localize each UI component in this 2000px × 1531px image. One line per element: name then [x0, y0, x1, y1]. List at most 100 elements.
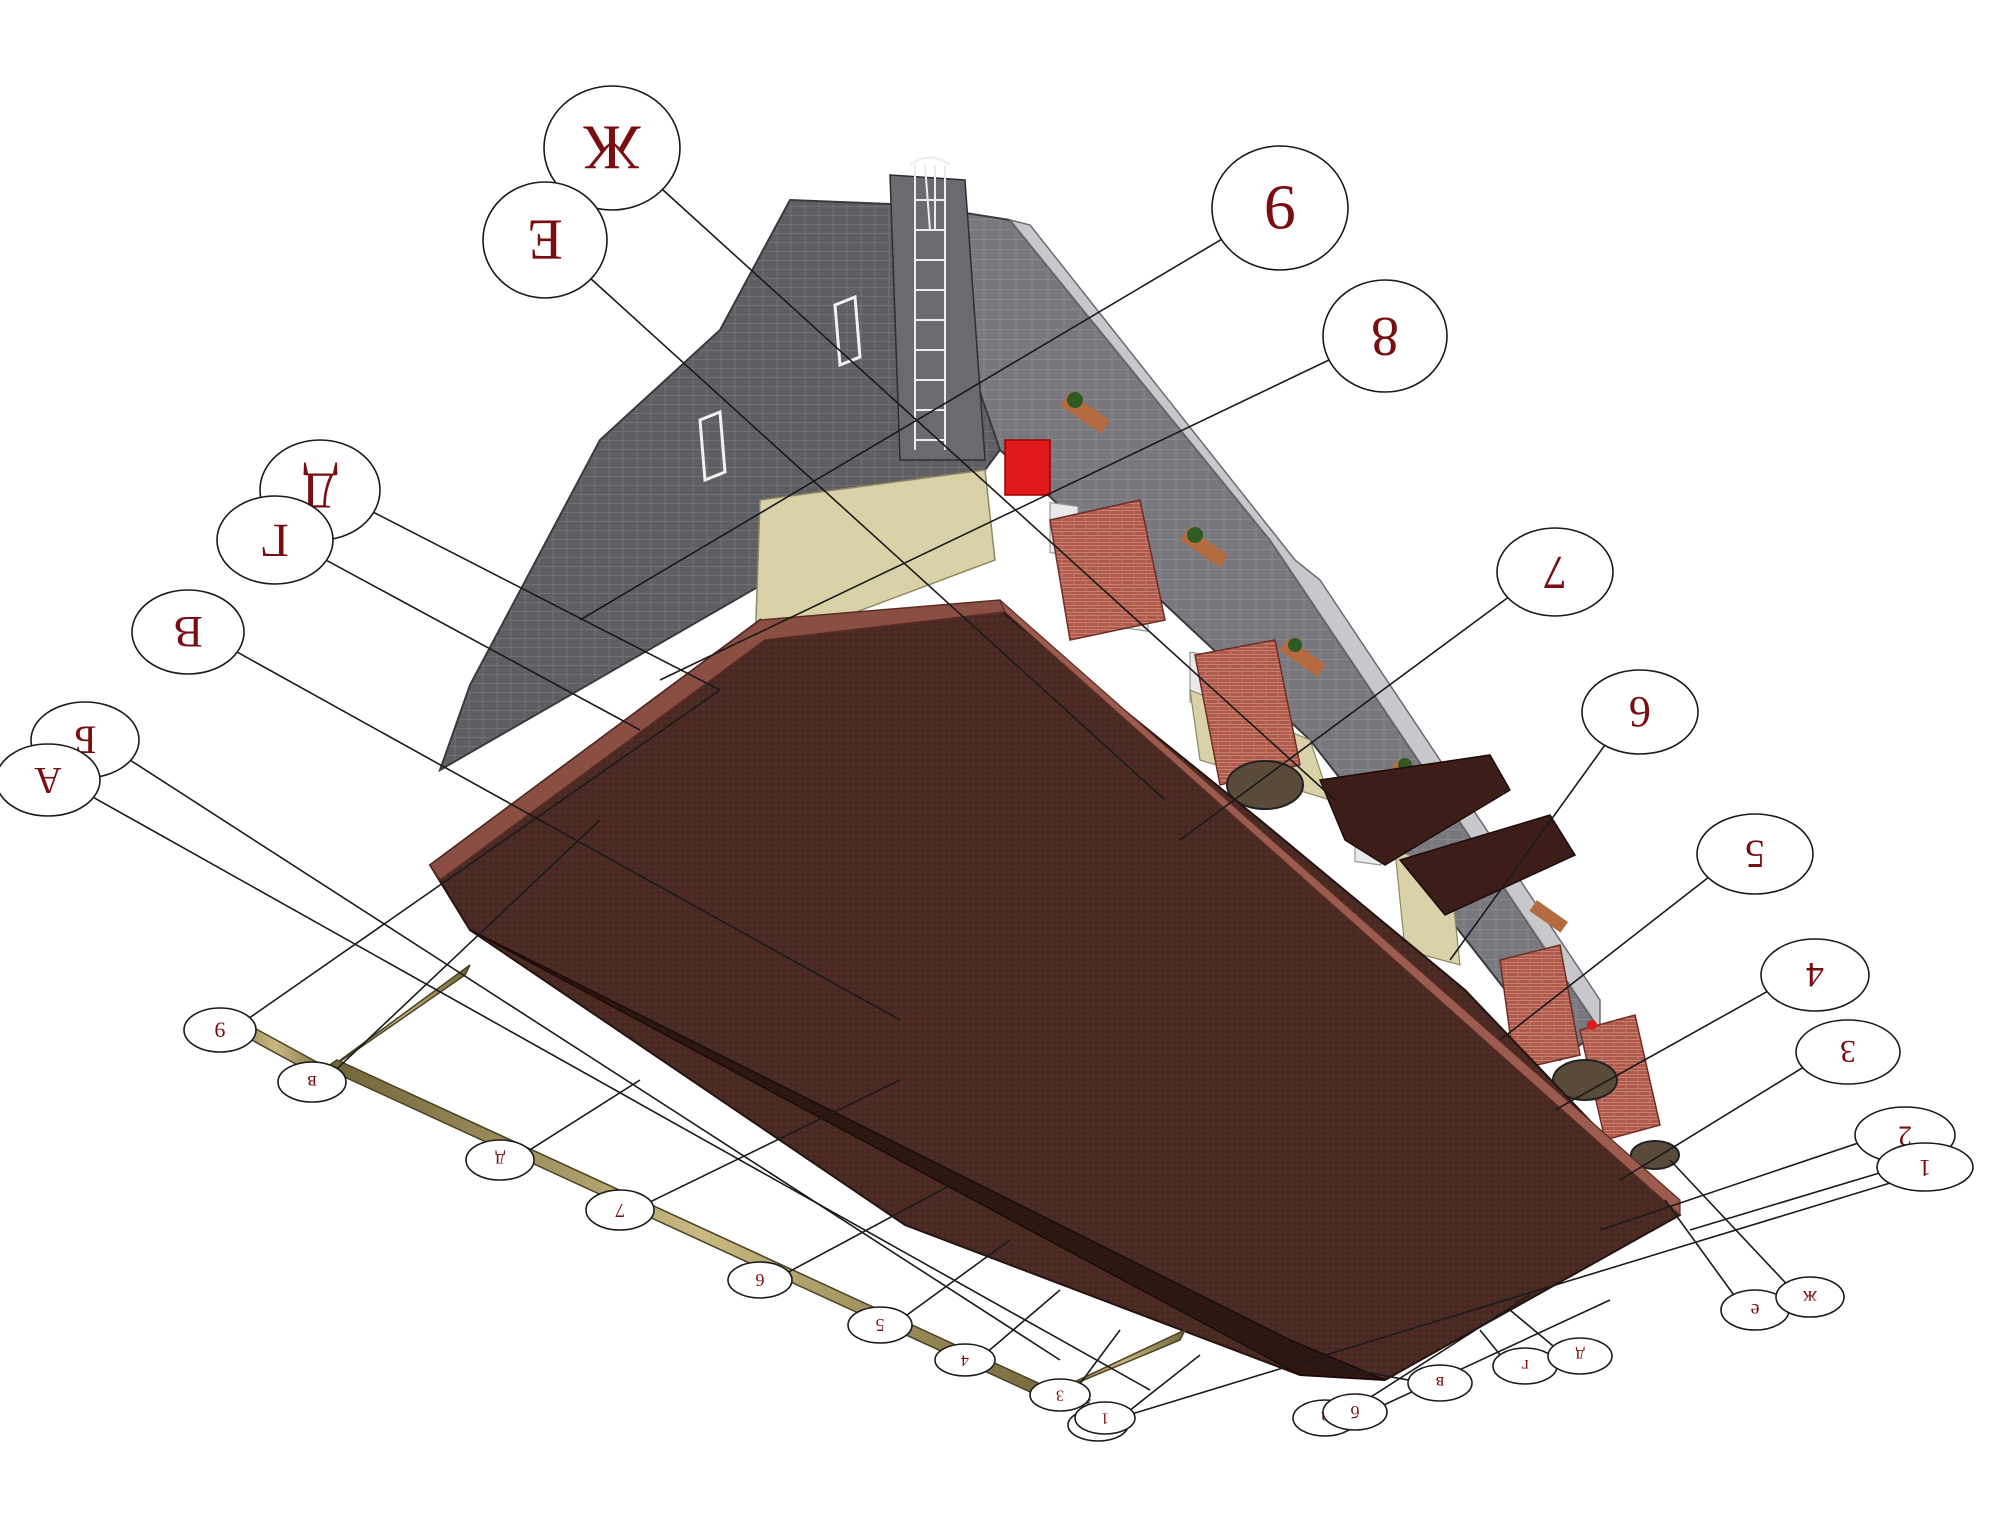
bubble-outline [183, 1007, 257, 1053]
bubble-outline [1775, 1276, 1845, 1318]
brick-piers [1049, 499, 1661, 1141]
bubble-outline [1581, 669, 1699, 755]
ground-number-bubble: 4 [934, 1343, 996, 1377]
ground-number-bubble: 6 [727, 1261, 793, 1299]
leader-line [1449, 744, 1606, 961]
ground-letter-bubble: д [465, 1139, 535, 1181]
leader-line [1499, 876, 1709, 1041]
leader-line [130, 759, 1061, 1361]
leader-line [249, 689, 721, 1019]
bubble-outline [1074, 1401, 1136, 1435]
bubble-label: 3 [1056, 1387, 1064, 1404]
leader-line [1299, 1359, 1409, 1381]
leader-line [650, 1079, 901, 1203]
leader-line [1689, 1172, 1879, 1231]
leader-line [1599, 1142, 1858, 1231]
axis-bubbles: ЖЕДГВБА9876543219вд7654321абвгдеж [0, 85, 1974, 1442]
bubble-outline [1407, 1364, 1473, 1402]
bubble-label: ж [1803, 1286, 1818, 1308]
leader-line [1479, 1329, 1501, 1356]
axis-number-bubble: 4 [1760, 938, 1870, 1012]
bubble-label: 7 [615, 1199, 625, 1221]
bubble-outline [482, 181, 608, 299]
ground-letter-bubble: ж [1775, 1276, 1845, 1318]
bubble-outline [727, 1261, 793, 1299]
bubble-outline [543, 85, 681, 211]
axis-number-bubble: 1 [1876, 1142, 1974, 1192]
leader-lines [93, 188, 1901, 1417]
axis-number-bubble: 7 [1496, 527, 1614, 617]
leader-line [661, 188, 1336, 801]
ground-letter-bubble: б [1322, 1393, 1388, 1431]
leader-line [659, 359, 1330, 681]
soffit-rim-right [999, 599, 1681, 1217]
bubble-outline [277, 1061, 347, 1103]
ground-number-bubble: 7 [585, 1189, 655, 1231]
leader-line [1509, 1309, 1554, 1347]
bubble-outline [934, 1343, 996, 1377]
bubble-label: 4 [1806, 955, 1824, 995]
leader-line [1122, 1354, 1201, 1417]
ground-number-bubble: 1 [1074, 1401, 1136, 1435]
axis-letter-bubble: А [0, 743, 101, 817]
roof-ladder [909, 156, 951, 450]
red-accent [1587, 1020, 1597, 1030]
leader-line [579, 238, 1222, 621]
bubble-outline [1322, 1393, 1388, 1431]
bubble-label: 2 [1898, 1120, 1912, 1151]
bubble-label: 5 [876, 1315, 885, 1335]
axis-number-bubble: 6 [1581, 669, 1699, 755]
bubble-outline [1876, 1142, 1974, 1192]
bubble-label: д [1575, 1346, 1584, 1366]
axis-number-bubble: 5 [1696, 813, 1814, 895]
bubble-label: г [1521, 1356, 1528, 1376]
bubble-outline [1211, 145, 1349, 271]
leader-line [1554, 990, 1768, 1111]
bubble-outline [465, 1139, 535, 1181]
red-fixture [1004, 439, 1051, 496]
ground-letter-bubble: е [1720, 1289, 1790, 1331]
bubble-outline [1760, 938, 1870, 1012]
axis-number-bubble: 3 [1795, 1019, 1901, 1085]
bubble-label: д [495, 1149, 505, 1171]
axis-letter-bubble: Ж [543, 85, 681, 211]
bubble-label: 9 [215, 1018, 226, 1043]
ground-letter-bubble: д [1547, 1337, 1613, 1375]
bubble-label: 9 [1264, 173, 1296, 244]
leader-line [1079, 1329, 1121, 1384]
bubble-label: в [1436, 1373, 1445, 1393]
bubble-label: 6 [1629, 688, 1651, 737]
bubble-label: 6 [756, 1270, 765, 1290]
ground-number-bubble: 3 [1029, 1378, 1091, 1412]
leader-line [906, 1239, 1011, 1316]
ground-letter-bubble: г [1492, 1347, 1558, 1385]
bubble-outline [0, 743, 101, 817]
bubble-label: Е [527, 208, 562, 273]
leader-line [1179, 596, 1509, 841]
ground-letter-bubble: в [1407, 1364, 1473, 1402]
stair-tower [889, 174, 986, 461]
axis-letter-bubble: Г [216, 495, 334, 585]
bubble-outline [216, 495, 334, 585]
bubble-outline [1696, 813, 1814, 895]
leader-line [590, 278, 1166, 801]
bubble-outline [131, 589, 245, 675]
axis-letter-bubble: Е [482, 181, 608, 299]
bubble-label: В [173, 608, 202, 657]
bubble-outline [1029, 1378, 1091, 1412]
leader-line [1664, 1199, 1735, 1295]
bubble-label: 8 [1371, 305, 1399, 367]
bubble-outline [1795, 1019, 1901, 1085]
ground-number-bubble: 9 [183, 1007, 257, 1053]
bubble-label: 4 [961, 1352, 969, 1369]
awnings [1318, 754, 1577, 916]
bubble-label: 5 [1745, 832, 1765, 877]
leader-line [1619, 1066, 1804, 1181]
leader-line [988, 1289, 1061, 1352]
bubble-label: 1 [1101, 1410, 1109, 1427]
leader-line [236, 651, 901, 1021]
leader-line [1133, 1179, 1901, 1415]
leader-line [1669, 1159, 1787, 1284]
axis-number-bubble: 9 [1211, 145, 1349, 271]
